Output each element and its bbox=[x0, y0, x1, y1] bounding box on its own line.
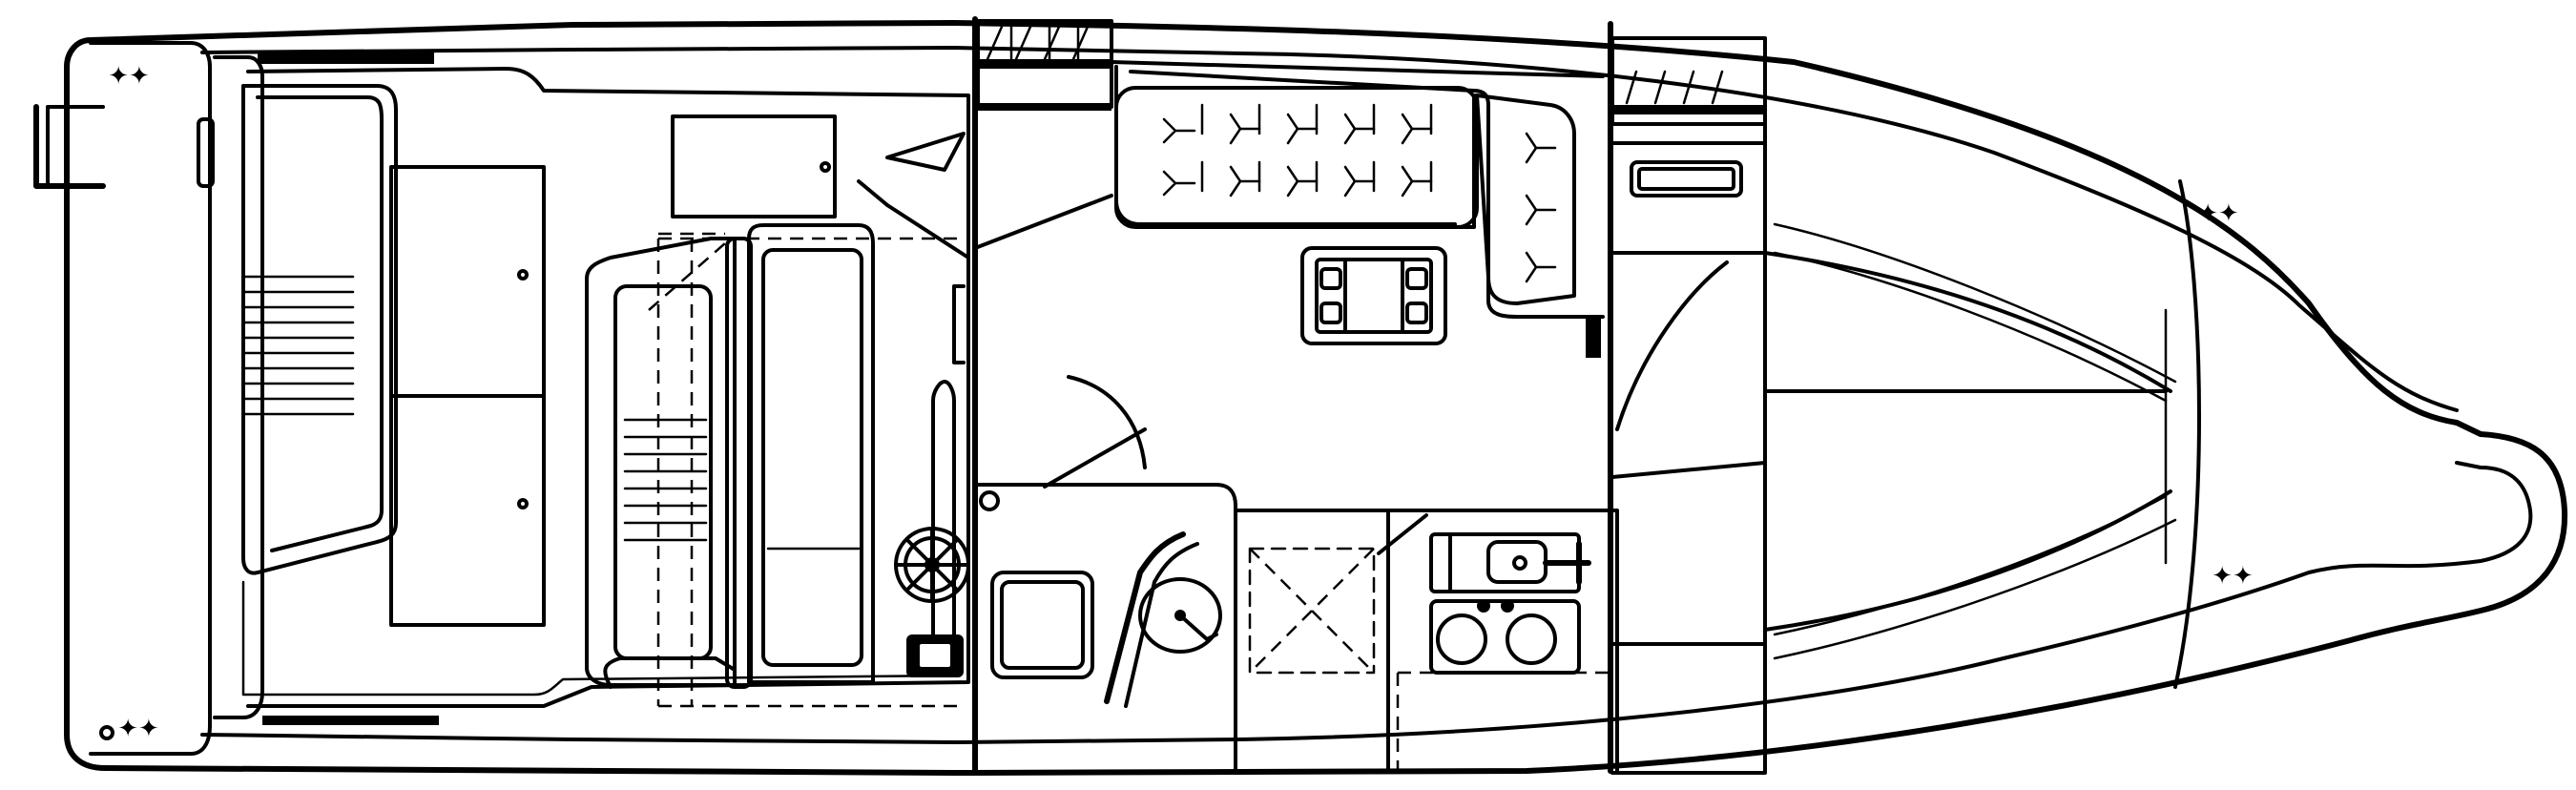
helm-station bbox=[857, 179, 970, 677]
engine-hatch bbox=[389, 114, 966, 627]
forward-berth bbox=[1608, 21, 2172, 775]
dinette-table bbox=[1300, 246, 1447, 345]
svg-text:✦✦: ✦✦ bbox=[108, 62, 150, 91]
steering-wheel bbox=[894, 527, 970, 603]
bow-cleat: ✦✦ ✦✦ bbox=[2197, 199, 2254, 591]
hull bbox=[64, 20, 2568, 776]
swim-platform bbox=[33, 41, 215, 756]
dinette-settee bbox=[1110, 60, 1605, 358]
head-compartment bbox=[973, 483, 1237, 773]
svg-text:✦✦: ✦✦ bbox=[2212, 562, 2254, 591]
svg-text:✦✦: ✦✦ bbox=[2197, 199, 2239, 228]
galley bbox=[1234, 509, 1619, 773]
helm-seat bbox=[585, 223, 959, 708]
svg-text:✦✦: ✦✦ bbox=[117, 715, 159, 743]
stern-cleat: ✦✦ ✦✦ bbox=[99, 62, 159, 743]
